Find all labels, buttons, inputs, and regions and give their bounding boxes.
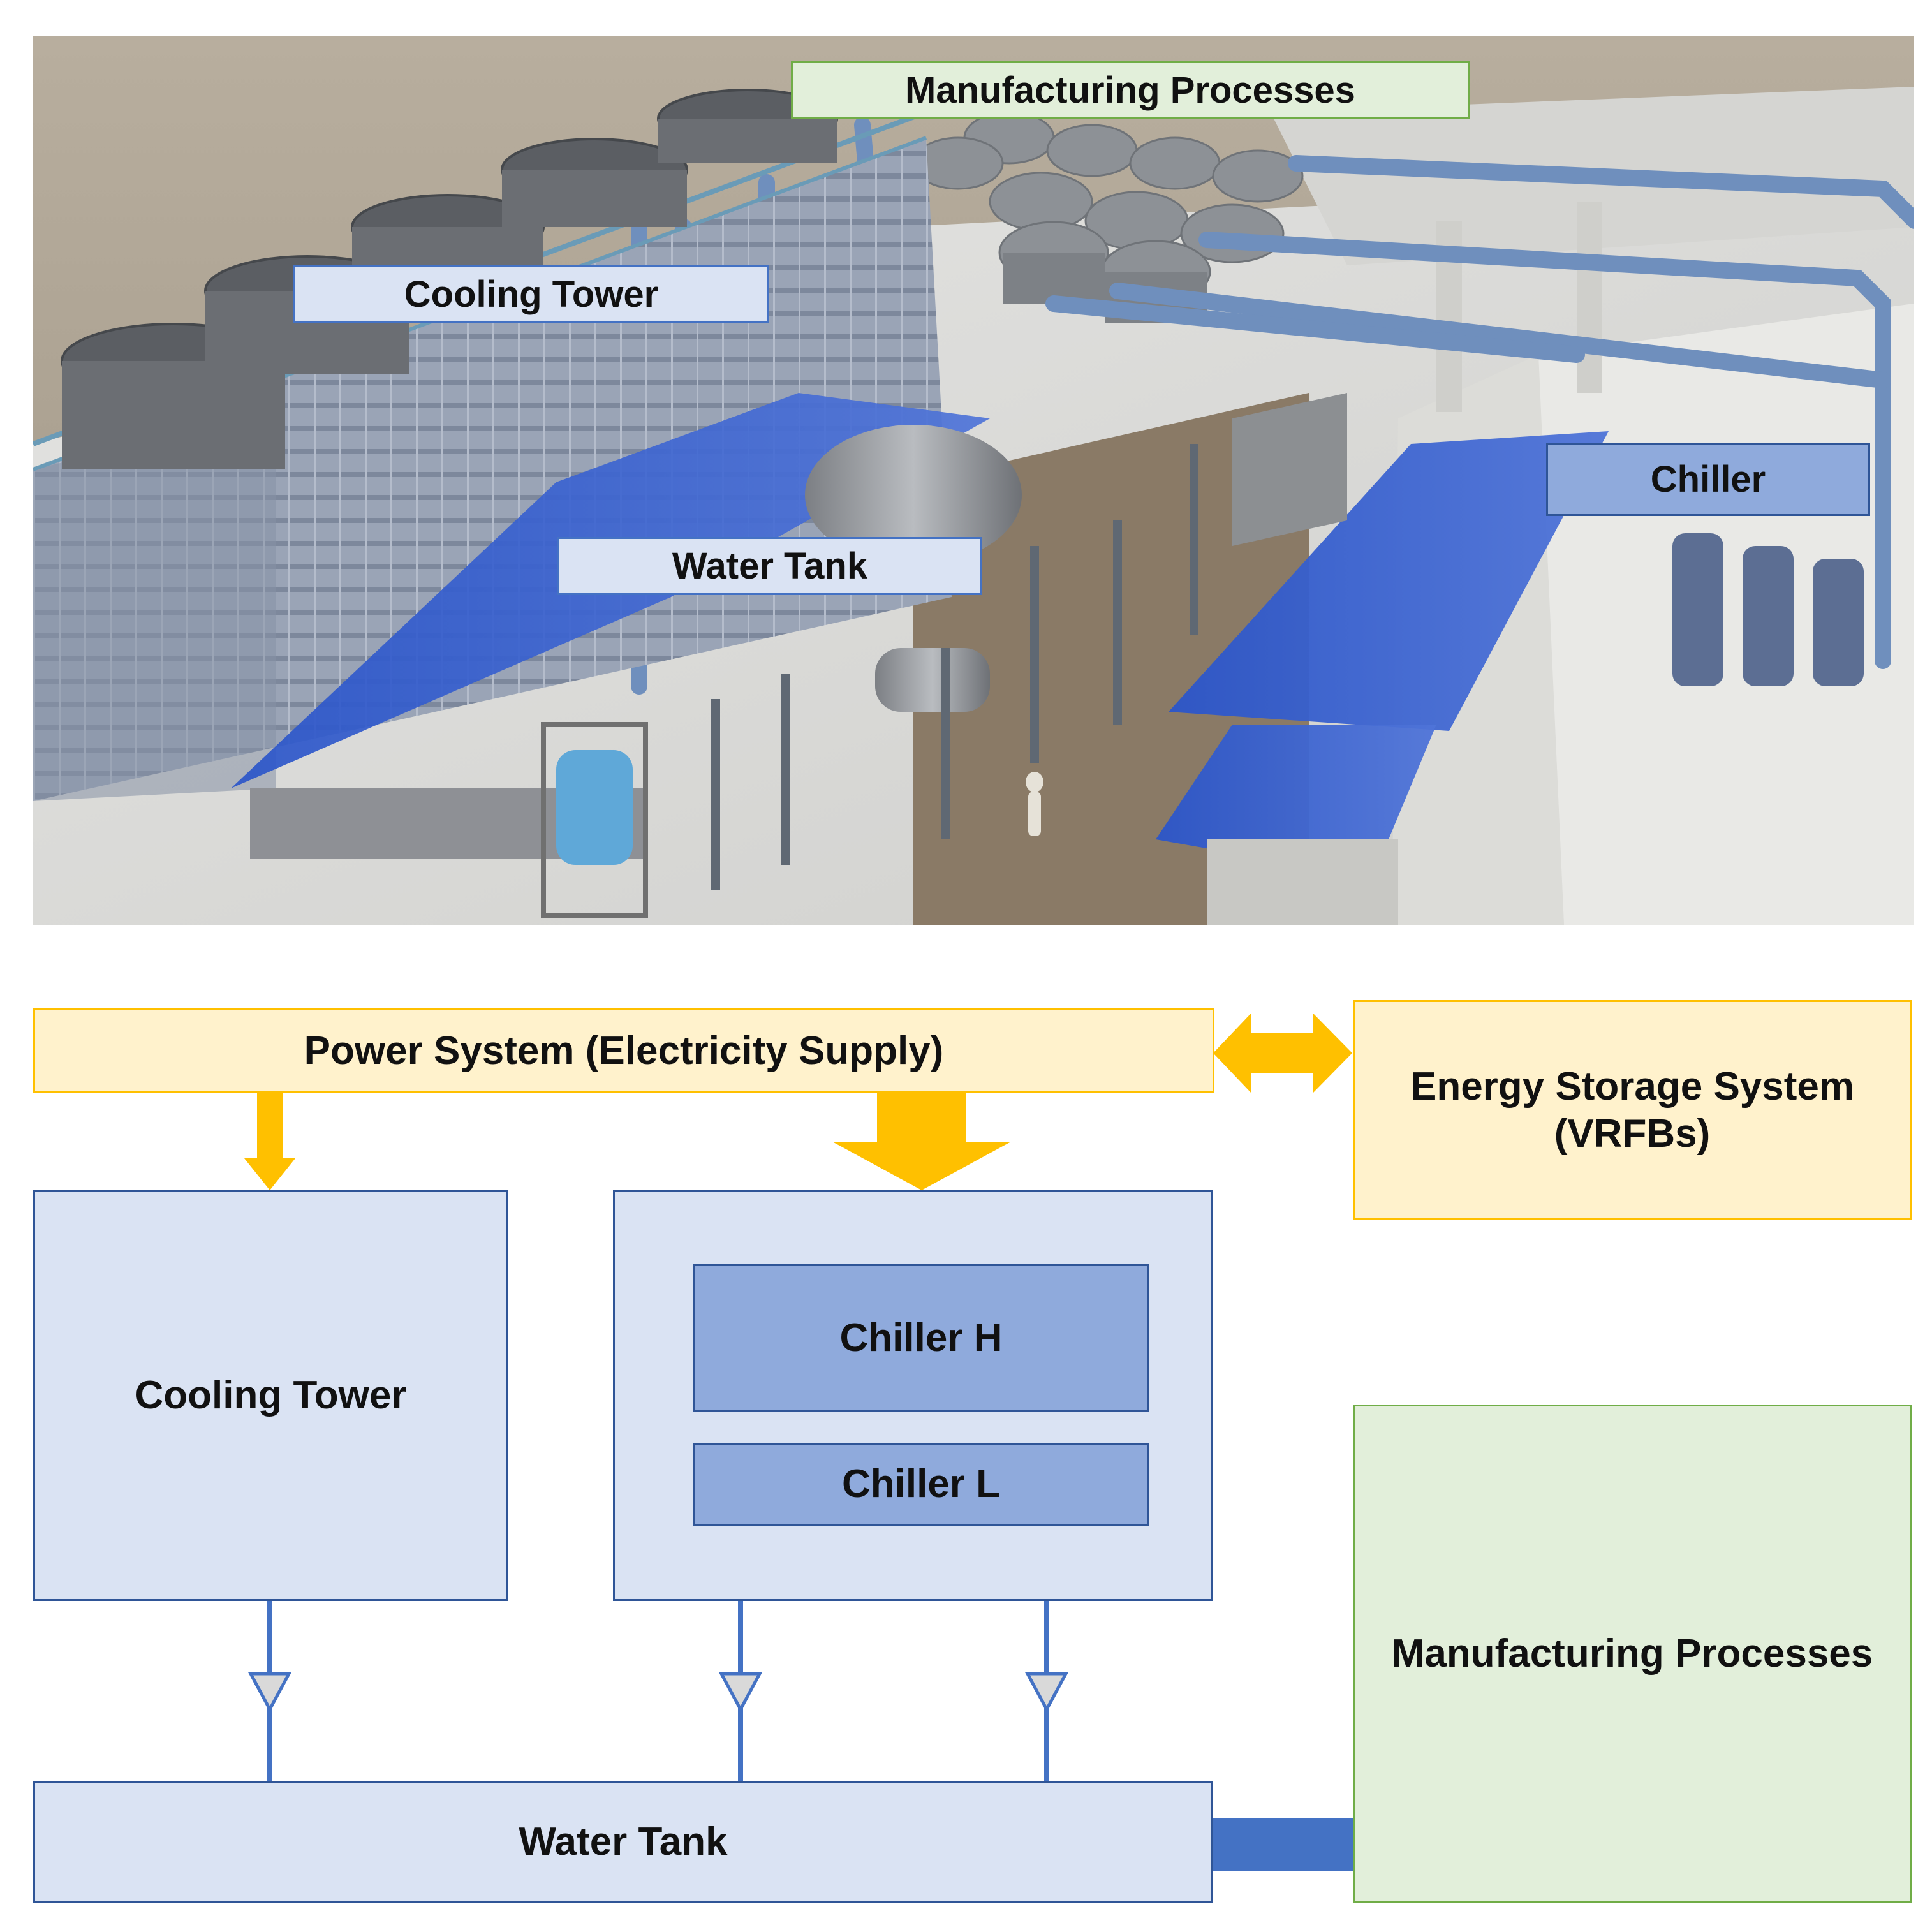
photo-label-water-tank: Water Tank [557,537,982,595]
water-tank-label: Water Tank [519,1820,728,1864]
valve-icon[interactable] [718,1672,763,1713]
manufacturing-processes-label: Manufacturing Processes [1391,1632,1873,1676]
power-ess-double-arrow [1213,1013,1352,1093]
energy-storage-box[interactable]: Energy Storage System (VRFBs) [1353,1000,1912,1220]
power-system-box[interactable]: Power System (Electricity Supply) [33,1008,1214,1093]
energy-storage-label: Energy Storage System [1410,1064,1855,1109]
photo-label-manufacturing: Manufacturing Processes [791,61,1470,119]
valve-icon[interactable] [247,1672,292,1713]
photo-label-chiller: Chiller [1546,443,1870,516]
plant-render-image: Manufacturing Processes Cooling Tower Wa… [33,36,1914,925]
power-system-label: Power System (Electricity Supply) [304,1028,944,1073]
photo-label-cooling-tower: Cooling Tower [293,265,769,323]
pipe-tank-to-manufacturing [1213,1818,1354,1871]
manufacturing-processes-box[interactable]: Manufacturing Processes [1353,1405,1912,1903]
cooling-tower-label: Cooling Tower [135,1373,407,1417]
chiller-h-label: Chiller H [839,1316,1003,1360]
chiller-l-box[interactable]: Chiller L [693,1443,1149,1526]
valve-icon[interactable] [1024,1672,1069,1713]
power-arrow-to-chillers [832,1092,1011,1190]
energy-storage-sublabel: (VRFBs) [1554,1111,1711,1156]
water-tank-box[interactable]: Water Tank [33,1781,1213,1903]
power-arrow-to-cooling-tower [244,1092,295,1190]
cooling-tower-box[interactable]: Cooling Tower [33,1190,508,1601]
chiller-l-label: Chiller L [841,1462,1001,1506]
chiller-h-box[interactable]: Chiller H [693,1264,1149,1412]
